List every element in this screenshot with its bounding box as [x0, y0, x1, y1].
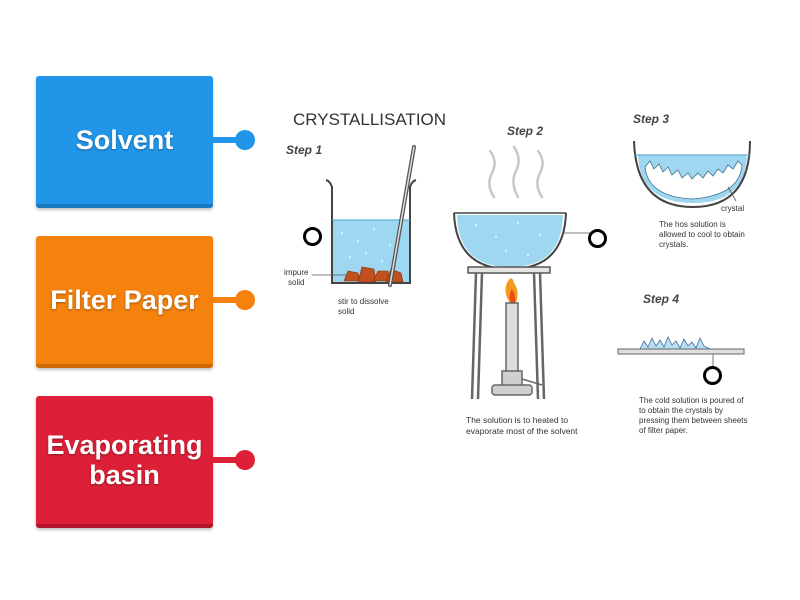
connector-solvent	[213, 137, 245, 143]
connector-evaporating-basin	[213, 457, 245, 463]
step1-label: Step 1	[286, 143, 322, 157]
filter-paper-crystals	[617, 336, 745, 371]
step4-caption-1: The cold solution is poured of	[639, 396, 744, 405]
beaker	[325, 179, 417, 284]
drop-target-filter-paper[interactable]	[703, 366, 722, 385]
card-solvent[interactable]: Solvent	[36, 76, 213, 208]
card-solvent-label: Solvent	[75, 125, 174, 155]
step4-caption-3: pressing them between sheets	[639, 416, 748, 425]
stir-label-1: stir to dissolve	[338, 297, 389, 306]
step3-caption-1: The hos solution is	[659, 220, 726, 229]
card-evaporating-basin-label: Evaporating basin	[46, 430, 203, 490]
drop-target-beaker[interactable]	[303, 227, 322, 246]
step2-caption-2: evaporate most of the solvent	[466, 426, 578, 436]
crystallisation-diagram: CRYSTALLISATION Step 1 impure solid stir…	[284, 110, 751, 436]
step3-label: Step 3	[633, 112, 669, 126]
evaporating-basin-diagram	[453, 212, 590, 271]
step3-caption-3: crystals.	[659, 240, 688, 249]
step2-label: Step 2	[507, 124, 543, 138]
cooling-basin	[633, 140, 751, 209]
impure-label-2: solid	[288, 278, 304, 287]
card-evaporating-basin[interactable]: Evaporating basin	[36, 396, 213, 528]
drop-target-evaporating-basin[interactable]	[588, 229, 607, 248]
diagram-title: CRYSTALLISATION	[293, 110, 446, 129]
knob-filter-paper[interactable]	[235, 290, 255, 310]
stir-label-2: solid	[338, 307, 354, 316]
card-filter-paper-label: Filter Paper	[50, 285, 199, 315]
step4-label: Step 4	[643, 292, 679, 306]
step3-caption-2: allowed to cool to obtain	[659, 230, 745, 239]
impure-solid-pieces	[343, 266, 404, 283]
step2-caption-1: The solution is to heated to	[466, 415, 568, 425]
impure-label-1: impure	[284, 268, 309, 277]
connector-filter-paper	[213, 297, 245, 303]
card-filter-paper[interactable]: Filter Paper	[36, 236, 213, 368]
step4-caption-4: of filter paper.	[639, 426, 687, 435]
steam	[488, 145, 544, 199]
tripod-stand	[467, 266, 551, 400]
knob-solvent[interactable]	[235, 130, 255, 150]
bunsen-burner	[491, 278, 543, 396]
stirring-rod	[388, 145, 416, 287]
knob-evaporating-basin[interactable]	[235, 450, 255, 470]
crystal-label: crystal	[721, 204, 744, 213]
step4-caption-2: to obtain the crystals by	[639, 406, 723, 415]
